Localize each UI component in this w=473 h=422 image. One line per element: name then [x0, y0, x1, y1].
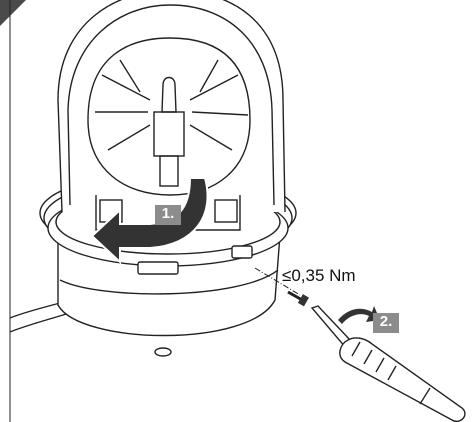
rotate-arrow-icon: [90, 177, 209, 265]
screw-axis: [254, 267, 301, 296]
step-1-badge: 1.: [155, 205, 181, 225]
corner-marker: [0, 0, 26, 26]
screwdriver-icon: [310, 305, 466, 422]
screw-icon: [287, 290, 309, 307]
step-2-badge: 2.: [373, 313, 399, 333]
torque-label: ≤0,35 Nm: [282, 266, 356, 285]
glass-dome: [57, 0, 286, 231]
rotate-arrow-icon-2: [338, 306, 380, 324]
